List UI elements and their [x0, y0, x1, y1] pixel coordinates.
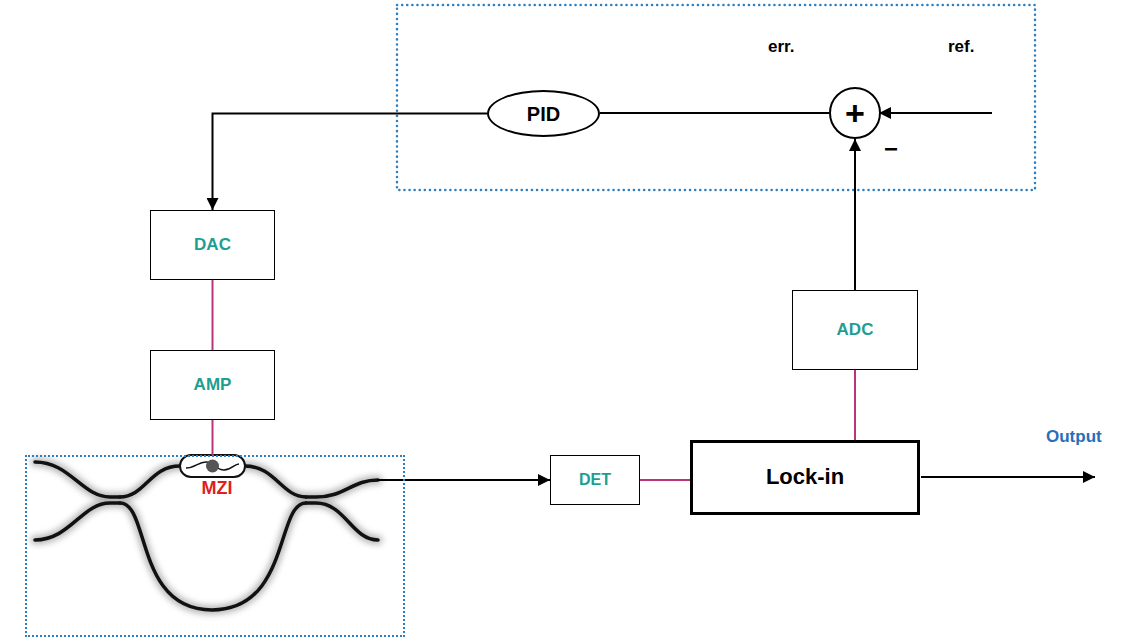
- lock-in-box: Lock-in: [690, 440, 920, 515]
- signal-connector: [212, 280, 214, 350]
- output-arrow: [921, 476, 1095, 478]
- node-text: DAC: [194, 236, 231, 255]
- node-text: MZI: [202, 479, 233, 499]
- dac-box: DAC: [150, 210, 275, 280]
- signal-name: ref.: [948, 38, 974, 57]
- adc-box: ADC: [792, 290, 918, 370]
- sign-label: −: [884, 136, 898, 162]
- signal-connector: [640, 479, 690, 481]
- signal-connector: [600, 112, 829, 114]
- mzi-waveguides: [35, 462, 405, 610]
- node-text: DET: [579, 471, 611, 489]
- controller-region: [397, 5, 1035, 190]
- signal-connector: [405, 479, 550, 481]
- node-text: PID: [527, 103, 560, 125]
- output-label: Output: [1046, 428, 1102, 447]
- signal-connector: [213, 114, 488, 211]
- reference-arrow: [879, 112, 992, 114]
- signal-connector: [212, 420, 214, 455]
- node-text: AMP: [194, 376, 232, 395]
- phase-shifter: [180, 455, 245, 477]
- signal-connector: [854, 370, 856, 440]
- node-text: +: [845, 96, 865, 130]
- node-text: Lock-in: [766, 465, 844, 489]
- summing-junction: +: [829, 87, 881, 139]
- pid-ellipse: PID: [487, 90, 600, 137]
- signal-name: err.: [768, 38, 794, 57]
- amp-box: AMP: [150, 350, 275, 420]
- signal-connector: [854, 139, 856, 290]
- detector-box: DET: [550, 455, 640, 505]
- node-text: ADC: [837, 321, 874, 340]
- mzi-region: MZI: [25, 455, 405, 637]
